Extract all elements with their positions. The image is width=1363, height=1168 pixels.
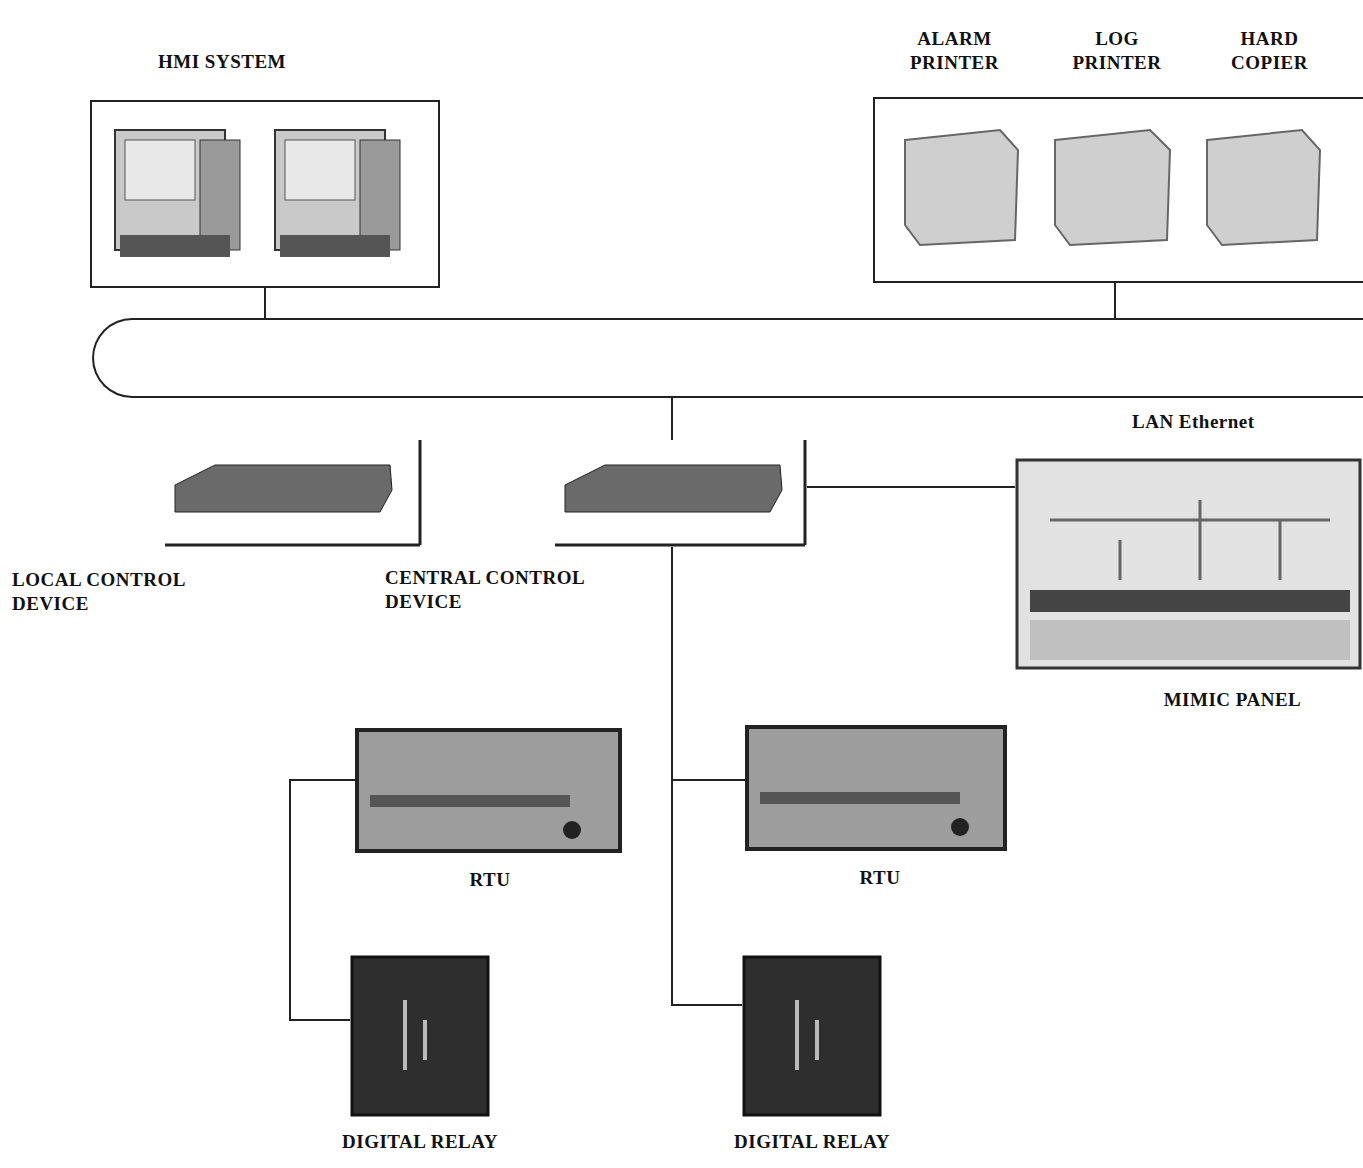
panel-base <box>1030 620 1350 660</box>
tower <box>200 140 240 250</box>
keyboard <box>280 235 390 257</box>
switch-row <box>1030 590 1350 612</box>
rtu-unit: RTU <box>745 725 1007 851</box>
hmi-box: HMI SYSTEM <box>90 100 440 288</box>
rtu-slots <box>760 792 960 804</box>
node-label: LOCAL CONTROL DEVICE <box>12 568 247 616</box>
relay-art <box>352 957 880 1115</box>
node-label: MIMIC PANEL <box>1110 688 1355 712</box>
device-frame <box>804 440 807 545</box>
node-label: CENTRAL CONTROL DEVICE <box>385 566 635 614</box>
rtu-knob <box>951 818 969 836</box>
node-label: LAN Ethernet <box>1132 410 1347 434</box>
connector-line <box>265 288 266 318</box>
panel <box>1017 460 1360 668</box>
tower <box>360 140 400 250</box>
connector-line <box>672 547 742 1005</box>
connector-line <box>807 487 1015 488</box>
printer-icon <box>1055 130 1170 245</box>
hmi-workstations <box>115 130 400 257</box>
node-label: DIGITAL RELAY <box>300 1130 540 1154</box>
relay-case <box>744 957 880 1115</box>
device-frame <box>419 440 422 545</box>
printer-group: ALARM PRINTERLOG PRINTERHARD COPIER <box>873 97 1363 283</box>
relay-leds <box>405 1000 425 1070</box>
printer-icon <box>1207 130 1320 245</box>
connector-path <box>671 398 673 440</box>
node-label: RTU <box>820 866 940 890</box>
node-label: HARD COPIER <box>1207 27 1332 75</box>
device-frame <box>555 544 805 547</box>
digital-relay: DIGITAL RELAY <box>350 955 490 1117</box>
mimic-panel-art <box>1017 460 1360 668</box>
mimic-lines <box>1050 500 1330 580</box>
rtu-rack <box>747 727 1005 849</box>
screen <box>285 140 355 200</box>
node-label: LOG PRINTER <box>1057 27 1177 75</box>
control-devices <box>165 440 805 545</box>
rtu-rack <box>357 730 620 851</box>
relay-case <box>352 957 488 1115</box>
connector-line <box>672 547 745 780</box>
digital-relay: DIGITAL RELAY <box>742 955 882 1117</box>
keyboard <box>120 235 230 257</box>
connector-path <box>1114 283 1116 318</box>
node-label: ALARM PRINTER <box>892 27 1017 75</box>
connector-path <box>290 780 355 1020</box>
mimic-panel: MIMIC PANEL <box>1015 458 1362 670</box>
connector-line <box>1115 283 1116 318</box>
connector-path <box>264 288 266 318</box>
connector-path <box>807 486 1015 488</box>
rtu-unit: RTU <box>355 728 622 853</box>
rtu-slots <box>370 795 570 807</box>
relay-leds <box>797 1000 817 1070</box>
rtu-art <box>357 727 1005 851</box>
printer-icon <box>905 130 1018 245</box>
node-label: RTU <box>430 868 550 892</box>
node-label: DIGITAL RELAY <box>692 1130 932 1154</box>
device-icon <box>175 465 392 512</box>
device-icon <box>565 465 782 512</box>
node-label: HMI SYSTEM <box>122 50 322 74</box>
control-device: CENTRAL CONTROL DEVICE <box>555 440 807 547</box>
control-device: LOCAL CONTROL DEVICE <box>165 440 422 547</box>
ethernet-bus: LAN Ethernet <box>92 318 1363 398</box>
printers <box>905 130 1320 245</box>
connector-line <box>290 780 355 1020</box>
rtu-knob <box>563 821 581 839</box>
connector-path <box>672 547 742 1005</box>
screen <box>125 140 195 200</box>
device-frame <box>165 544 420 547</box>
connector-path <box>672 547 745 780</box>
connector-line <box>672 398 673 440</box>
